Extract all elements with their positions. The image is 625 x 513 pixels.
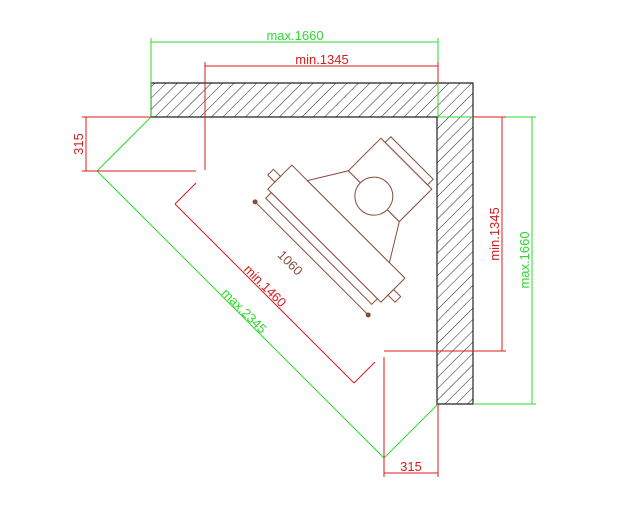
hood-width-label: 1060 (275, 247, 306, 278)
top-min-label: min.1345 (295, 52, 348, 67)
min-dimension-lines (82, 62, 506, 477)
top-max-label: max.1660 (266, 28, 323, 43)
right-max-label: max.1660 (517, 231, 532, 288)
hood-lower-edge (264, 191, 379, 306)
corner-hood-unit (252, 136, 434, 318)
hood-fan-outlet (354, 176, 394, 216)
left-offset-label: 315 (71, 133, 86, 155)
hood-chimney-top (384, 136, 434, 186)
diagonal-min-label: min.1460 (241, 262, 289, 310)
right-min-label: min.1345 (487, 207, 502, 260)
hood-width-line (254, 201, 369, 316)
hood-right-bracket (387, 288, 402, 303)
bottom-offset-label: 315 (400, 459, 422, 474)
hood-left-bracket (267, 168, 282, 183)
